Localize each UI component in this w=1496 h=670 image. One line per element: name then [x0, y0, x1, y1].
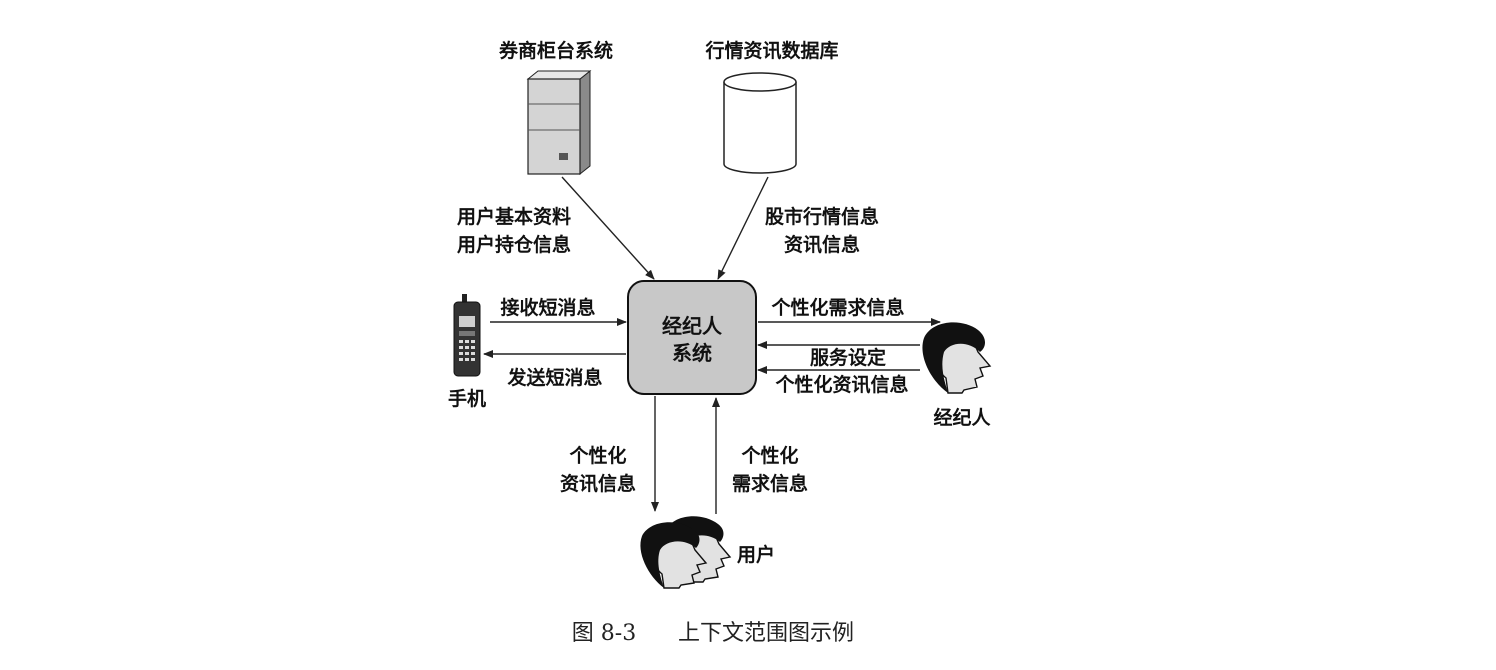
person-icon — [640, 516, 732, 589]
flow-db-to-center — [717, 176, 769, 280]
person-icon — [922, 322, 992, 394]
phone-label: 手机 — [448, 387, 486, 410]
flow-label-user-profile: 用户基本资料 — [457, 205, 571, 228]
figure-title: 上下文范围图示例 — [678, 621, 854, 646]
flow-label-news-info: 资讯信息 — [784, 233, 860, 256]
broker-system-label-2: 系统 — [672, 341, 712, 365]
flow-label-user-news: 资讯信息 — [560, 472, 636, 495]
flow-label-receive-sms: 接收短消息 — [500, 296, 595, 319]
flow-server-to-center — [561, 176, 655, 280]
flow-label-personal-info: 个性化资讯信息 — [774, 373, 908, 396]
flow-label-service-setting: 服务设定 — [810, 346, 886, 369]
flow-label-user-personal-2: 个性化 — [740, 444, 798, 467]
broker-system-node: 经纪人 系统 — [627, 280, 757, 395]
server-icon — [526, 69, 592, 176]
phone-icon — [453, 294, 481, 377]
market-db-label: 行情资讯数据库 — [704, 39, 838, 62]
flow-label-send-sms: 发送短消息 — [506, 366, 602, 389]
flow-label-user-holdings: 用户持仓信息 — [457, 233, 571, 256]
flow-label-personal-demand: 个性化需求信息 — [770, 296, 904, 319]
flow-label-market-info: 股市行情信息 — [765, 205, 879, 228]
user-label: 用户 — [737, 543, 775, 566]
database-icon — [723, 72, 797, 174]
broker-counter-label: 券商柜台系统 — [498, 39, 613, 62]
broker-label: 经纪人 — [933, 406, 991, 429]
flow-label-user-demand: 需求信息 — [732, 472, 808, 495]
broker-system-label-1: 经纪人 — [662, 314, 723, 338]
flow-label-user-personal: 个性化 — [568, 444, 626, 467]
figure-number: 图 8-3 — [572, 621, 636, 646]
